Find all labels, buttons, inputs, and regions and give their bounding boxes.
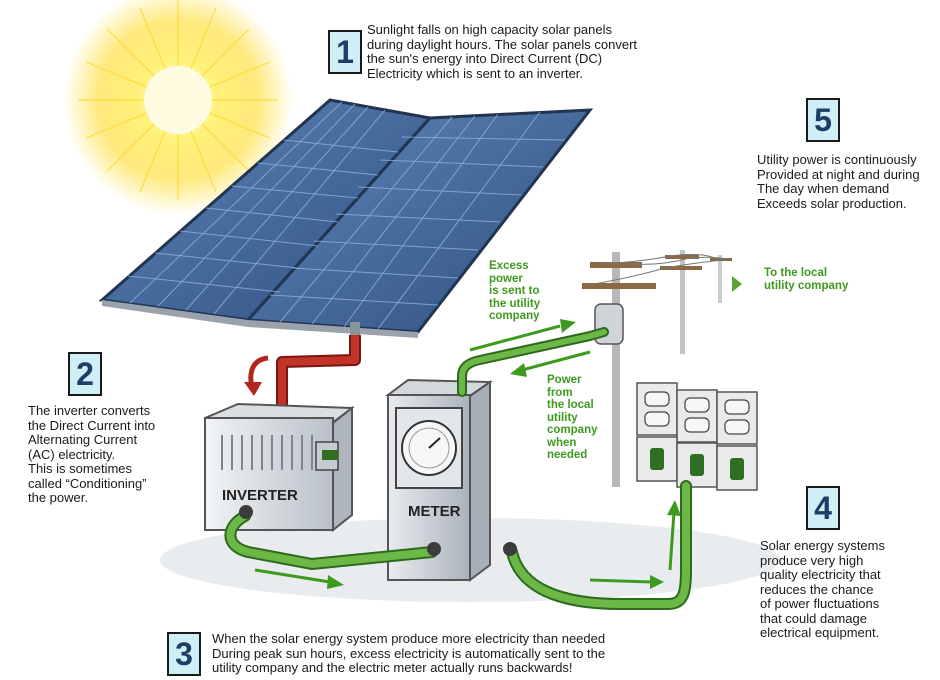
flow-arrows xyxy=(254,319,681,589)
ac-cables xyxy=(224,327,692,610)
to-local-utility-label: To the local utility company xyxy=(764,267,849,292)
step-4-text: Solar energy systems produce very high q… xyxy=(760,538,885,640)
power-from-utility-label: Power from the local utility company whe… xyxy=(547,374,598,461)
solar-panel-array xyxy=(98,98,594,338)
step-1-text: Sunlight falls on high capacity solar pa… xyxy=(367,22,638,81)
inverter-box xyxy=(204,402,355,533)
dc-flow-arrow xyxy=(248,355,269,387)
step-2-text: The inverter converts the Direct Current… xyxy=(28,403,156,505)
step-4-number: 4 xyxy=(806,486,840,530)
step-3-number: 3 xyxy=(167,632,201,676)
step-3-text: When the solar energy system produce mor… xyxy=(212,631,606,675)
to-utility-arrow xyxy=(732,276,742,292)
step-5-text: Utility power is continuously Provided a… xyxy=(757,152,920,211)
meter-box xyxy=(385,378,494,582)
light-switches xyxy=(650,448,744,480)
inverter-label: INVERTER xyxy=(222,487,298,504)
step-5-number: 5 xyxy=(806,98,840,142)
dc-cable xyxy=(276,335,361,412)
outlet-sockets xyxy=(644,391,750,435)
utility-pole xyxy=(582,250,732,487)
cable-plugs xyxy=(239,505,517,556)
dc-flow-arrow-head xyxy=(244,382,262,396)
step-1-number: 1 xyxy=(328,30,362,74)
step-2-number: 2 xyxy=(68,352,102,396)
sun-icon xyxy=(63,0,293,215)
excess-power-label: Excess power is sent to the utility comp… xyxy=(489,260,541,322)
meter-label: METER xyxy=(408,503,461,520)
